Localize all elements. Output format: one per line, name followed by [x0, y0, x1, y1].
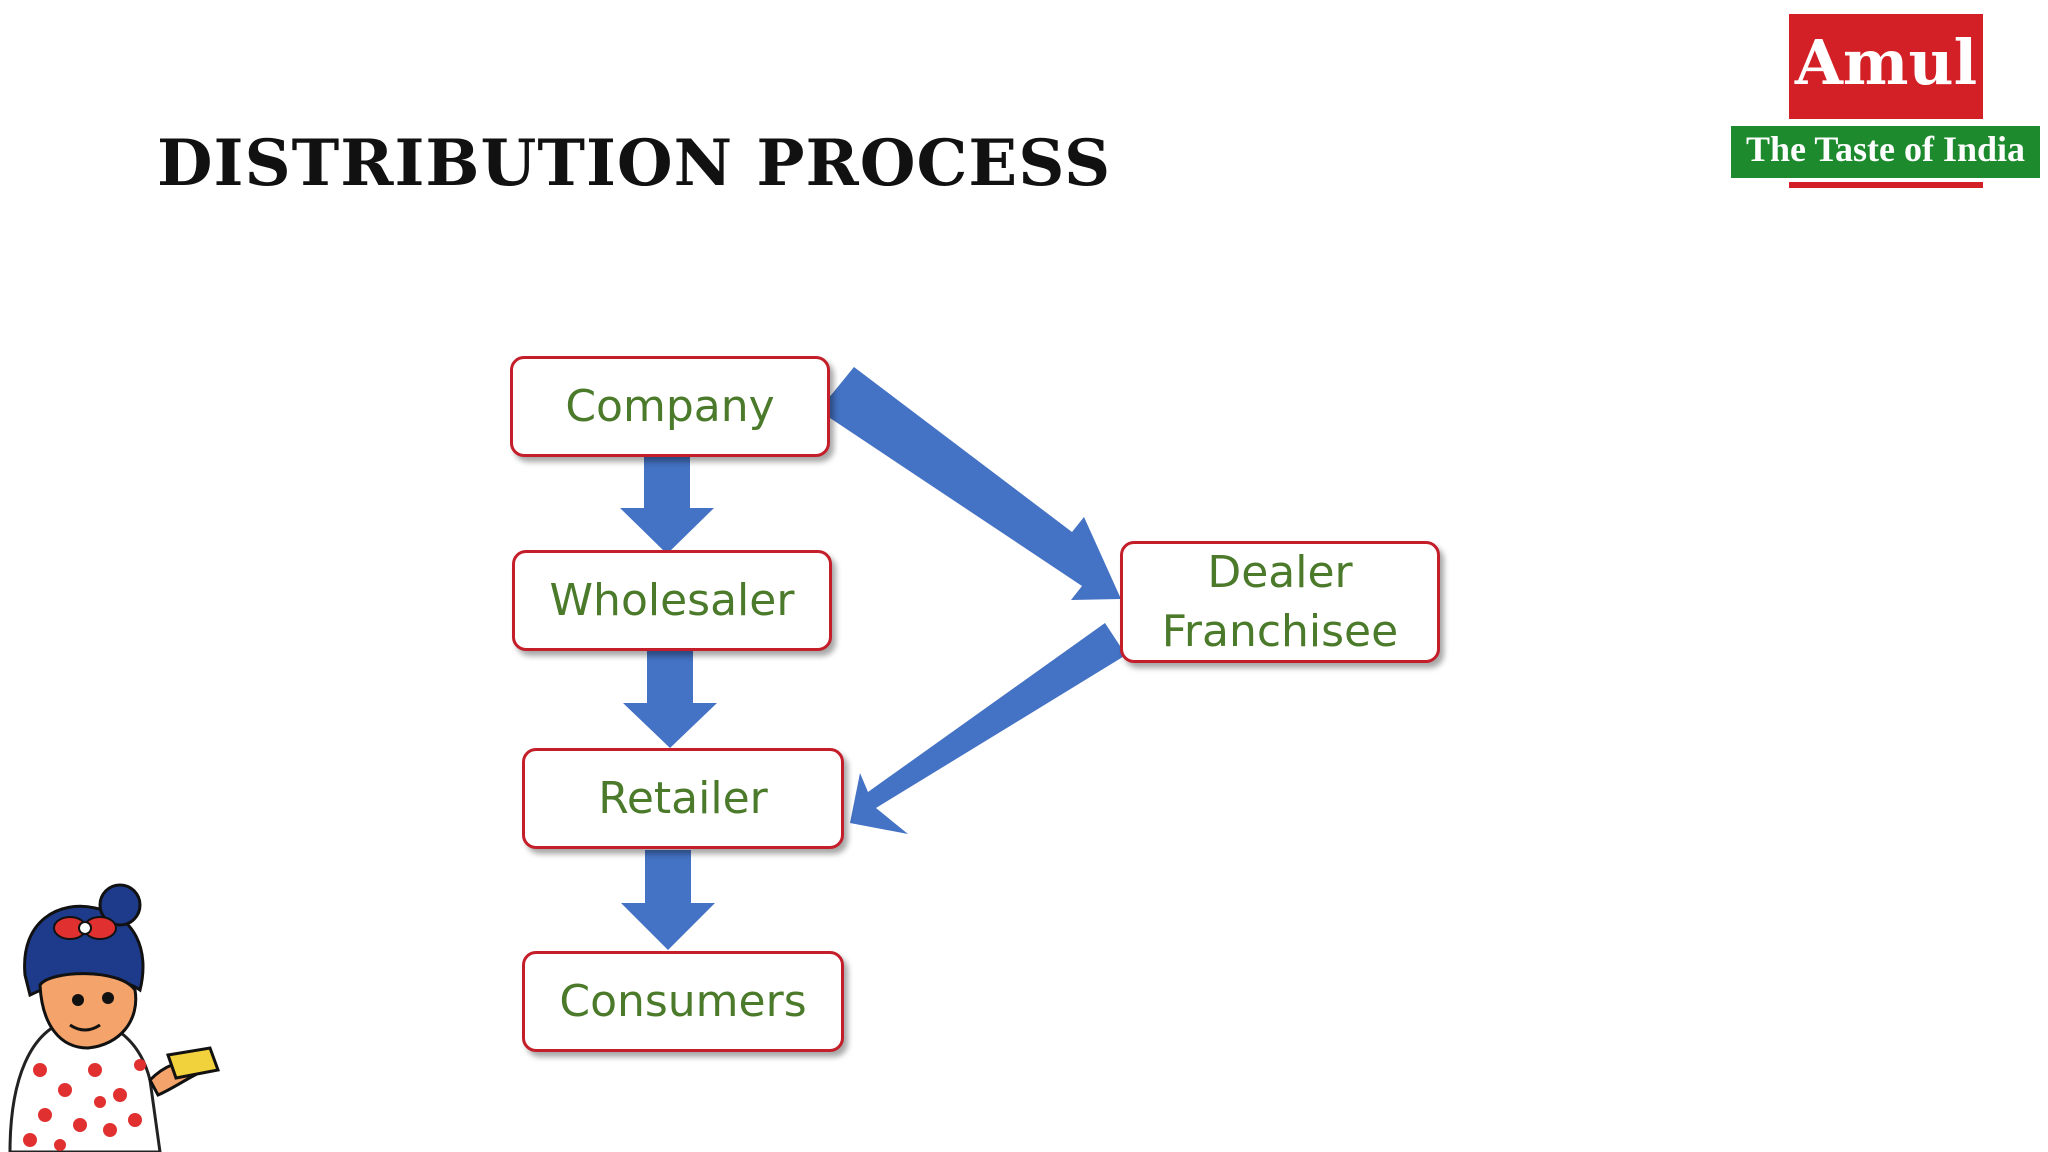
mascot-dress-dots	[23, 1059, 146, 1151]
brand-logo: Amul The Taste of India	[1729, 14, 2042, 188]
node-wholesaler-label: Wholesaler	[549, 574, 795, 626]
mascot-illustration	[8, 883, 221, 1152]
logo-tagline: The Taste of India	[1745, 129, 2026, 169]
arrow-wholesaler-to-retailer	[623, 650, 717, 748]
node-wholesaler: Wholesaler	[512, 550, 832, 651]
node-company-label: Company	[565, 380, 775, 432]
node-dealer-franchisee: Dealer Franchisee	[1120, 541, 1440, 663]
logo-red-stripe	[1789, 182, 1983, 188]
node-retailer: Retailer	[522, 748, 844, 849]
logo-red-panel	[1789, 14, 1983, 119]
arrow-retailer-to-consumers	[621, 850, 715, 950]
node-consumers: Consumers	[522, 951, 844, 1052]
arrow-dealer-to-retailer	[850, 623, 1126, 834]
node-company: Company	[510, 356, 830, 457]
slide-title: DISTRIBUTION PROCESS	[157, 126, 1112, 201]
node-retailer-label: Retailer	[598, 772, 768, 824]
node-consumers-label: Consumers	[559, 975, 807, 1027]
logo-green-band	[1729, 124, 2042, 180]
logo-brand-text: Amul	[1794, 26, 1978, 99]
bread-slice-icon	[165, 1046, 221, 1080]
mascot-face	[38, 972, 138, 1050]
arrow-company-to-wholesaler	[620, 456, 714, 554]
mascot-bow	[53, 916, 117, 940]
node-dealer-label-line1: Dealer	[1207, 546, 1353, 598]
node-dealer-label-line2: Franchisee	[1161, 606, 1399, 657]
arrow-company-to-dealer	[818, 367, 1121, 600]
